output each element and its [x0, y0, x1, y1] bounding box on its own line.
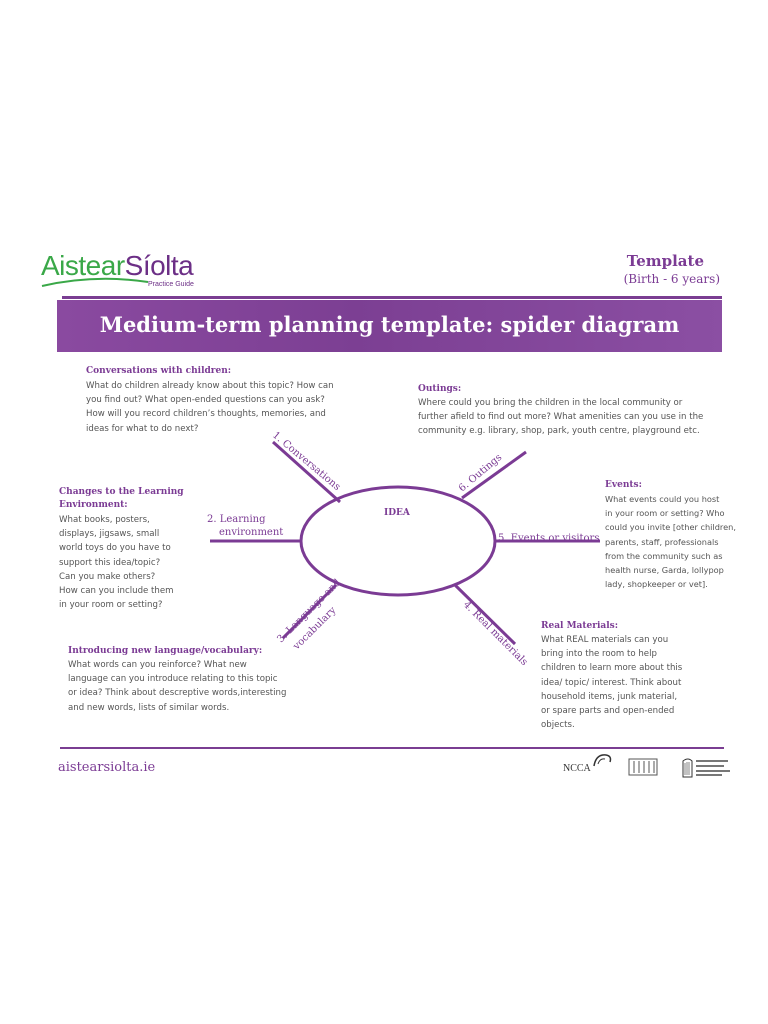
- text-line: or idea? Think about descreptive words,i…: [68, 688, 287, 699]
- text-line: What REAL materials can you: [541, 635, 669, 645]
- spider-leg-3: [281, 583, 338, 640]
- text-line: Where could you bring the children in th…: [418, 398, 683, 408]
- text-line: you find out? What open-ended questions …: [86, 395, 325, 406]
- learning-env-heading-2: Environment:: [59, 500, 128, 510]
- ncca-swirl-icon: [593, 754, 612, 767]
- footer-divider: [60, 747, 724, 749]
- text-line: lady, shopkeeper or vet].: [605, 579, 708, 590]
- outings-text: Where could you bring the children in th…: [418, 396, 703, 439]
- learning-env-text: What books, posters, displays, jigsaws, …: [59, 513, 174, 612]
- leg-5-label: 5. Events or visitors: [498, 533, 599, 544]
- events-text: What events could you host in your room …: [605, 492, 736, 591]
- text-line: displays, jigsaws, small: [59, 529, 160, 540]
- learning-env-heading: Changes to the Learning: [59, 487, 184, 497]
- logo-subtitle: Practice Guide: [148, 281, 194, 288]
- footer-url[interactable]: aistearsiolta.ie: [58, 760, 156, 775]
- text-line: in your room or setting? Who: [605, 508, 725, 519]
- text-line: What do children already know about this…: [86, 381, 334, 391]
- materials-heading: Real Materials:: [541, 621, 619, 631]
- text-line: community e.g. library, shop, park, yout…: [418, 426, 700, 437]
- leg-2-label-line1: 2. Learning: [207, 514, 266, 525]
- spider-leg-4: [453, 583, 517, 646]
- text-line: further afield to find out more? What am…: [418, 412, 704, 423]
- idea-label: IDEA: [384, 508, 411, 518]
- text-line: bring into the room to help: [541, 649, 657, 660]
- text-line: idea/ topic/ interest. Think about: [541, 677, 682, 688]
- conversations-heading: Conversations with children:: [86, 366, 232, 376]
- spider-leg-1: [271, 440, 342, 504]
- page-title: Medium-term planning template: spider di…: [99, 312, 680, 337]
- text-line: and new words, lists of similar words.: [68, 702, 230, 713]
- title-banner: [57, 300, 722, 352]
- ncca-logo: NCCA: [563, 763, 591, 774]
- department-harp-logo-icon: [682, 758, 730, 778]
- template-label: Template: [626, 252, 704, 270]
- government-building-icon: [628, 758, 658, 776]
- text-line: objects.: [541, 720, 575, 731]
- ncca-text: NCCA: [563, 763, 591, 774]
- text-line: in your room or setting?: [59, 600, 163, 611]
- age-label: (Birth - 6 years): [623, 272, 720, 286]
- text-line: support this idea/topic?: [59, 557, 161, 568]
- logo-part1: Aistear: [41, 250, 125, 281]
- text-line: What books, posters,: [59, 515, 150, 525]
- text-line: household items, junk material,: [541, 691, 678, 702]
- events-heading: Events:: [605, 480, 642, 490]
- text-line: from the community such as: [605, 550, 723, 561]
- text-line: How will you record children’s thoughts,…: [86, 409, 326, 420]
- text-line: could you invite [other children,: [605, 522, 736, 533]
- logo-swoosh-icon: [41, 277, 149, 287]
- language-text: What words can you reinforce? What new l…: [68, 658, 286, 715]
- banner-top-line: [62, 296, 722, 299]
- leg-1-label: 1. Conversations: [270, 430, 342, 493]
- logo-part2: Síolta: [124, 250, 194, 281]
- materials-text: What REAL materials can you bring into t…: [541, 633, 682, 732]
- text-line: health nurse, Garda, lollypop: [605, 565, 724, 576]
- text-line: What words can you reinforce? What new: [68, 660, 247, 670]
- leg-4-label: 4. Real materials: [461, 599, 530, 668]
- spider-leg-6: [461, 450, 527, 500]
- text-line: How can you include them: [59, 586, 174, 597]
- text-line: children to learn more about this: [541, 663, 683, 674]
- text-line: What events could you host: [605, 494, 720, 504]
- text-line: language can you introduce relating to t…: [68, 674, 278, 685]
- leg-2-label-line2: environment: [219, 527, 283, 538]
- text-line: parents, staff, professionals: [605, 536, 719, 547]
- language-heading: Introducing new language/vocabulary:: [68, 646, 263, 656]
- aistear-siolta-logo: AistearSíolta: [41, 250, 194, 282]
- text-line: or spare parts and open-ended: [541, 706, 675, 717]
- outings-heading: Outings:: [418, 384, 462, 394]
- idea-ellipse: [299, 485, 497, 597]
- text-line: Can you make others?: [59, 571, 156, 582]
- conversations-text: What do children already know about this…: [86, 379, 334, 436]
- text-line: world toys do you have to: [59, 543, 171, 554]
- text-line: ideas for what to do next?: [86, 423, 199, 434]
